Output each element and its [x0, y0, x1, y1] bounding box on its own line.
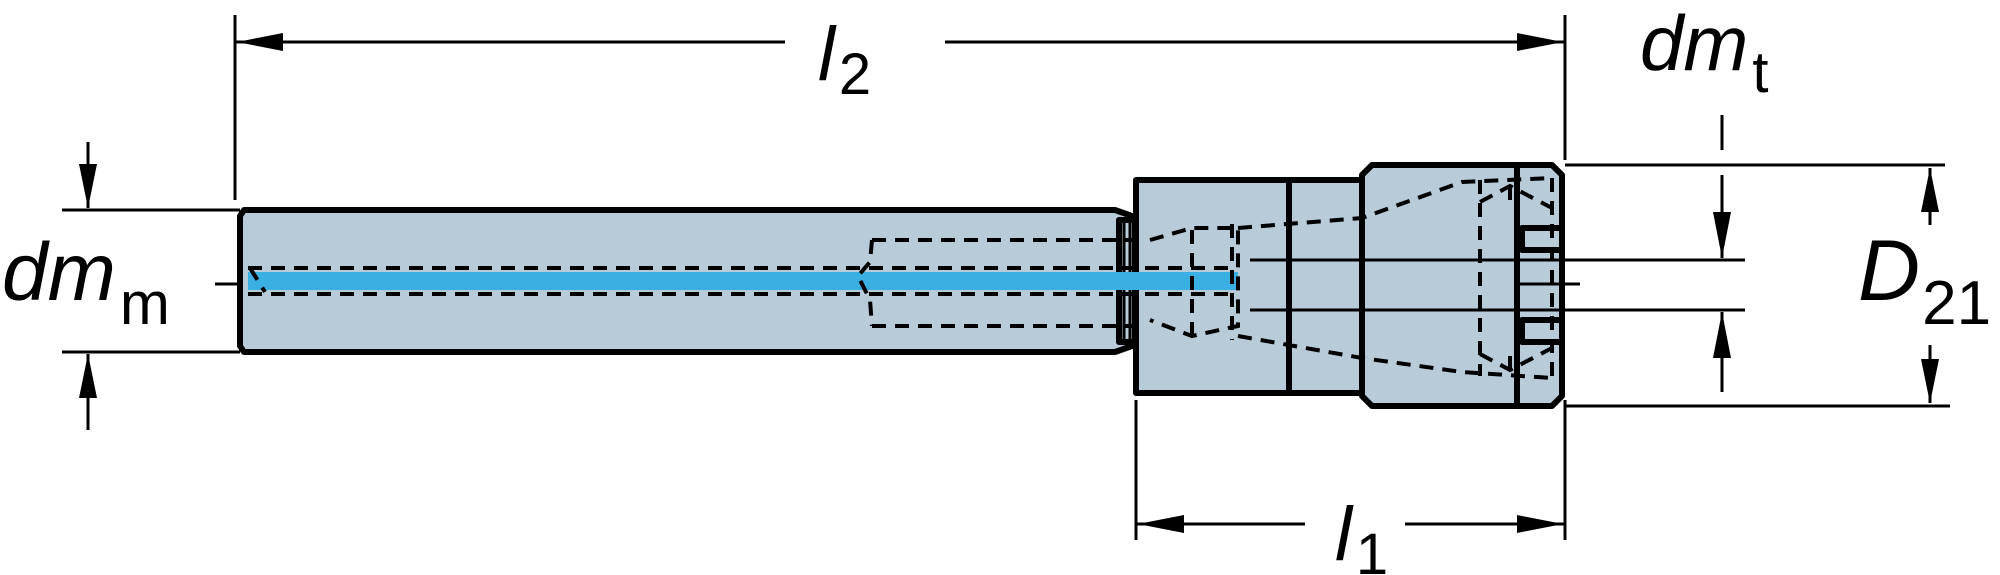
arrow-right-icon: [1517, 33, 1563, 51]
dimension-dmm: dmm: [2, 142, 240, 430]
arrow-down-icon: [79, 164, 97, 208]
arrow-left-icon: [237, 33, 283, 51]
shank-pocket: [855, 238, 1135, 328]
label-l1: l1: [1335, 492, 1388, 575]
collet-detail-bottom: [1479, 346, 1553, 373]
arrow-down-icon: [1921, 359, 1939, 403]
label-dmt: dmt: [1640, 0, 1768, 105]
dimension-l2: l2: [233, 12, 1567, 200]
arrow-right-icon: [1517, 515, 1563, 533]
collet-nut: [1359, 162, 1565, 409]
nut-slot-lower: [1519, 317, 1562, 345]
nut-body: [1359, 162, 1565, 409]
collet-detail-top: [1479, 183, 1553, 210]
dimension-l1: l1: [1134, 400, 1567, 575]
dimension-d21: D21: [1565, 163, 1991, 408]
hidden-lines: [248, 176, 1554, 380]
dimension-dmt: dmt: [1640, 0, 1768, 392]
arrow-left-icon: [1138, 515, 1184, 533]
arrow-up-icon: [1921, 168, 1939, 212]
coolant-channel: [248, 272, 1238, 290]
arrow-up-icon: [79, 354, 97, 398]
head-pocket: [1149, 226, 1240, 339]
arrow-down-icon: [1713, 212, 1731, 258]
arrow-up-icon: [1713, 312, 1731, 358]
bore-tip: [248, 266, 267, 294]
label-dmm: dmm: [2, 227, 170, 337]
label-l2: l2: [818, 12, 871, 107]
center-bore: [215, 258, 1745, 312]
label-d21: D21: [1858, 223, 1991, 338]
nut-slot-upper: [1519, 225, 1562, 253]
